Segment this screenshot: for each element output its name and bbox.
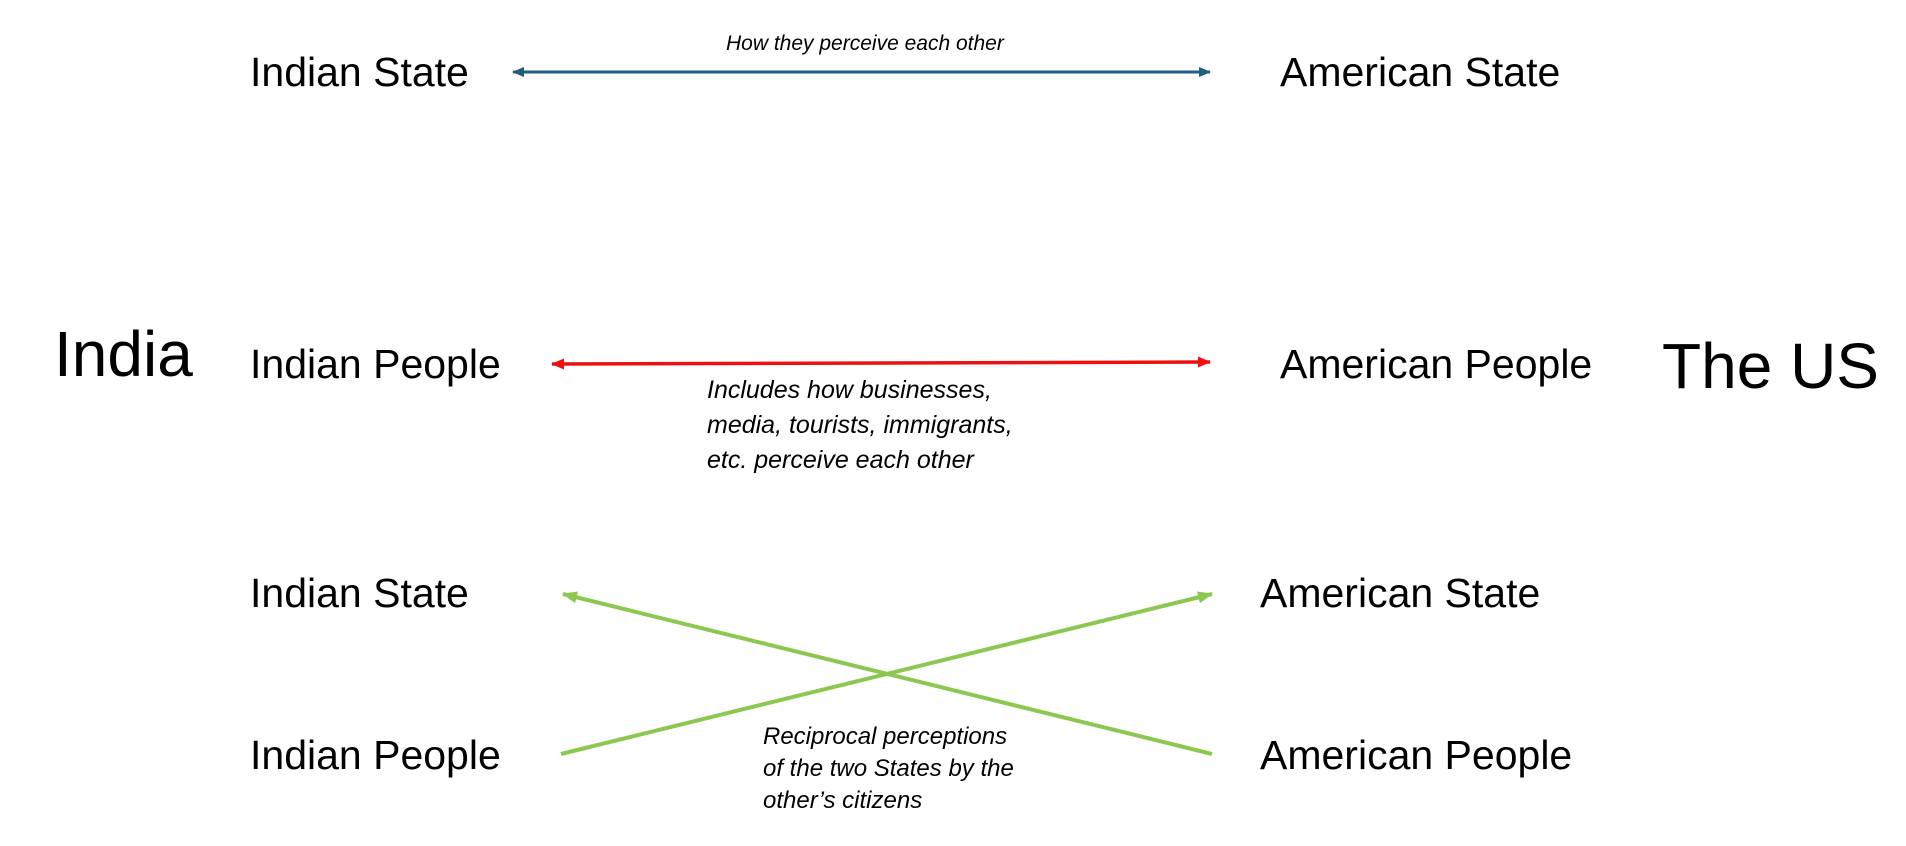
node-indian-people-bottom: Indian People: [250, 732, 501, 778]
node-american-state-top: American State: [1280, 49, 1561, 95]
caption-reciprocal-perception: Reciprocal perceptions of the two States…: [763, 723, 1014, 814]
country-india: India: [54, 318, 193, 390]
node-american-state-bottom: American State: [1260, 570, 1541, 616]
node-american-people-bottom: American People: [1260, 732, 1573, 778]
node-indian-people-middle: Indian People: [250, 341, 501, 387]
india-people-to-us-state-arrow: [560, 591, 1213, 756]
caption-people-perception: Includes how businesses, media, tourists…: [707, 376, 1013, 474]
node-american-people-middle: American People: [1280, 341, 1593, 387]
country-us: The US: [1662, 330, 1879, 402]
caption-state-perception: How they perceive each other: [726, 32, 1004, 55]
people-bidirectional-arrow: [551, 356, 1211, 370]
node-indian-state-top: Indian State: [250, 49, 469, 95]
node-indian-state-bottom: Indian State: [250, 570, 469, 616]
